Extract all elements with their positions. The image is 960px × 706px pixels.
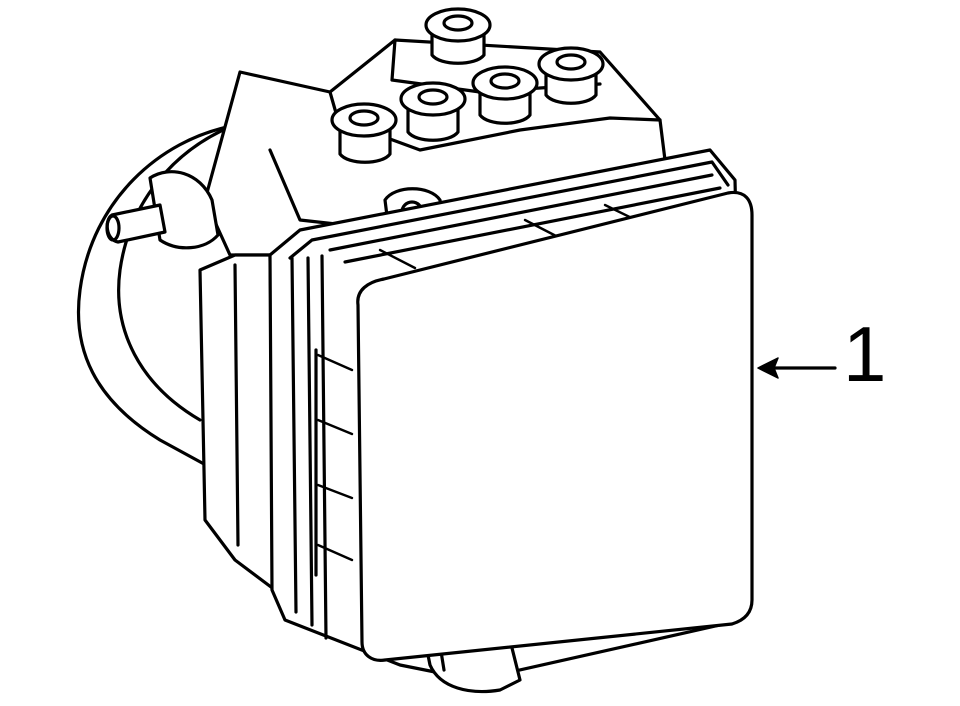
- port-middle-left: [399, 81, 467, 142]
- callout-arrow: [757, 357, 837, 379]
- inlet-nipple: [105, 170, 220, 250]
- lower-housing: [198, 253, 277, 592]
- control-module-cover: [356, 190, 754, 662]
- port-top: [424, 7, 492, 65]
- callout-label-1: 1: [843, 310, 887, 398]
- port-left: [330, 102, 398, 164]
- port-middle-right: [471, 65, 539, 125]
- port-right: [537, 46, 605, 105]
